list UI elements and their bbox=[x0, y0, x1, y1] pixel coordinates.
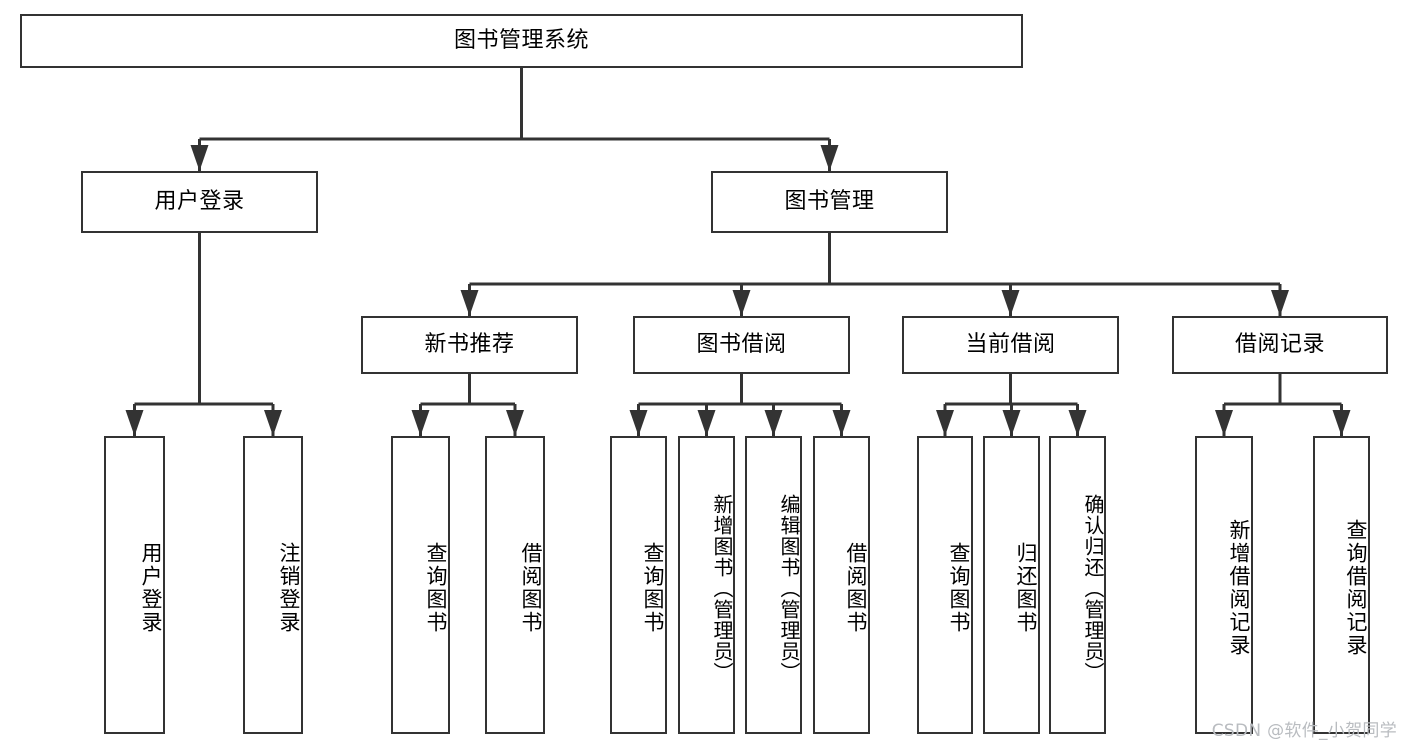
node-leaf-confirm-return: 确认归还（管理员） bbox=[1049, 436, 1106, 734]
node-book-management: 图书管理 bbox=[711, 171, 948, 233]
node-label: 注销登录 bbox=[277, 542, 301, 634]
node-leaf-query-book-1: 查询图书 bbox=[391, 436, 450, 734]
node-label: 用户登录 bbox=[154, 189, 245, 215]
node-leaf-return-book: 归还图书 bbox=[983, 436, 1040, 734]
node-label: 图书管理系统 bbox=[453, 28, 589, 54]
node-label: 新增图书（管理员） bbox=[710, 493, 734, 683]
node-label: 当前借阅 bbox=[965, 332, 1056, 358]
node-label: 查询图书 bbox=[947, 542, 971, 634]
node-leaf-query-book-2: 查询图书 bbox=[610, 436, 667, 734]
node-label: 借阅记录 bbox=[1234, 332, 1325, 358]
csdn-watermark: CSDN @软件_小贺同学 bbox=[1211, 721, 1397, 741]
node-book-borrow: 图书借阅 bbox=[633, 316, 850, 374]
node-label: 编辑图书（管理员） bbox=[777, 493, 801, 683]
node-leaf-query-record: 查询借阅记录 bbox=[1313, 436, 1370, 734]
node-leaf-edit-book: 编辑图书（管理员） bbox=[745, 436, 802, 734]
node-leaf-user-logout: 注销登录 bbox=[243, 436, 303, 734]
node-root: 图书管理系统 bbox=[20, 14, 1023, 68]
node-leaf-borrow-book-2: 借阅图书 bbox=[813, 436, 870, 734]
node-leaf-borrow-book-1: 借阅图书 bbox=[485, 436, 545, 734]
node-label: 图书借阅 bbox=[696, 332, 787, 358]
node-label: 借阅图书 bbox=[519, 542, 543, 634]
node-borrow-record: 借阅记录 bbox=[1172, 316, 1388, 374]
node-label: 图书管理 bbox=[784, 189, 875, 215]
node-leaf-query-book-3: 查询图书 bbox=[917, 436, 973, 734]
node-label: 查询图书 bbox=[641, 542, 665, 634]
node-label: 查询借阅记录 bbox=[1344, 519, 1368, 657]
node-label: 确认归还（管理员） bbox=[1081, 493, 1105, 683]
node-current-borrow: 当前借阅 bbox=[902, 316, 1119, 374]
node-leaf-user-login: 用户登录 bbox=[104, 436, 165, 734]
node-user-login: 用户登录 bbox=[81, 171, 318, 233]
node-label: 用户登录 bbox=[139, 542, 163, 634]
node-new-book-recommend: 新书推荐 bbox=[361, 316, 578, 374]
node-label: 归还图书 bbox=[1014, 542, 1038, 634]
node-leaf-add-record: 新增借阅记录 bbox=[1195, 436, 1253, 734]
node-label: 新书推荐 bbox=[424, 332, 515, 358]
node-label: 借阅图书 bbox=[844, 542, 868, 634]
node-label: 查询图书 bbox=[424, 542, 448, 634]
node-leaf-add-book: 新增图书（管理员） bbox=[678, 436, 735, 734]
node-label: 新增借阅记录 bbox=[1227, 519, 1251, 657]
